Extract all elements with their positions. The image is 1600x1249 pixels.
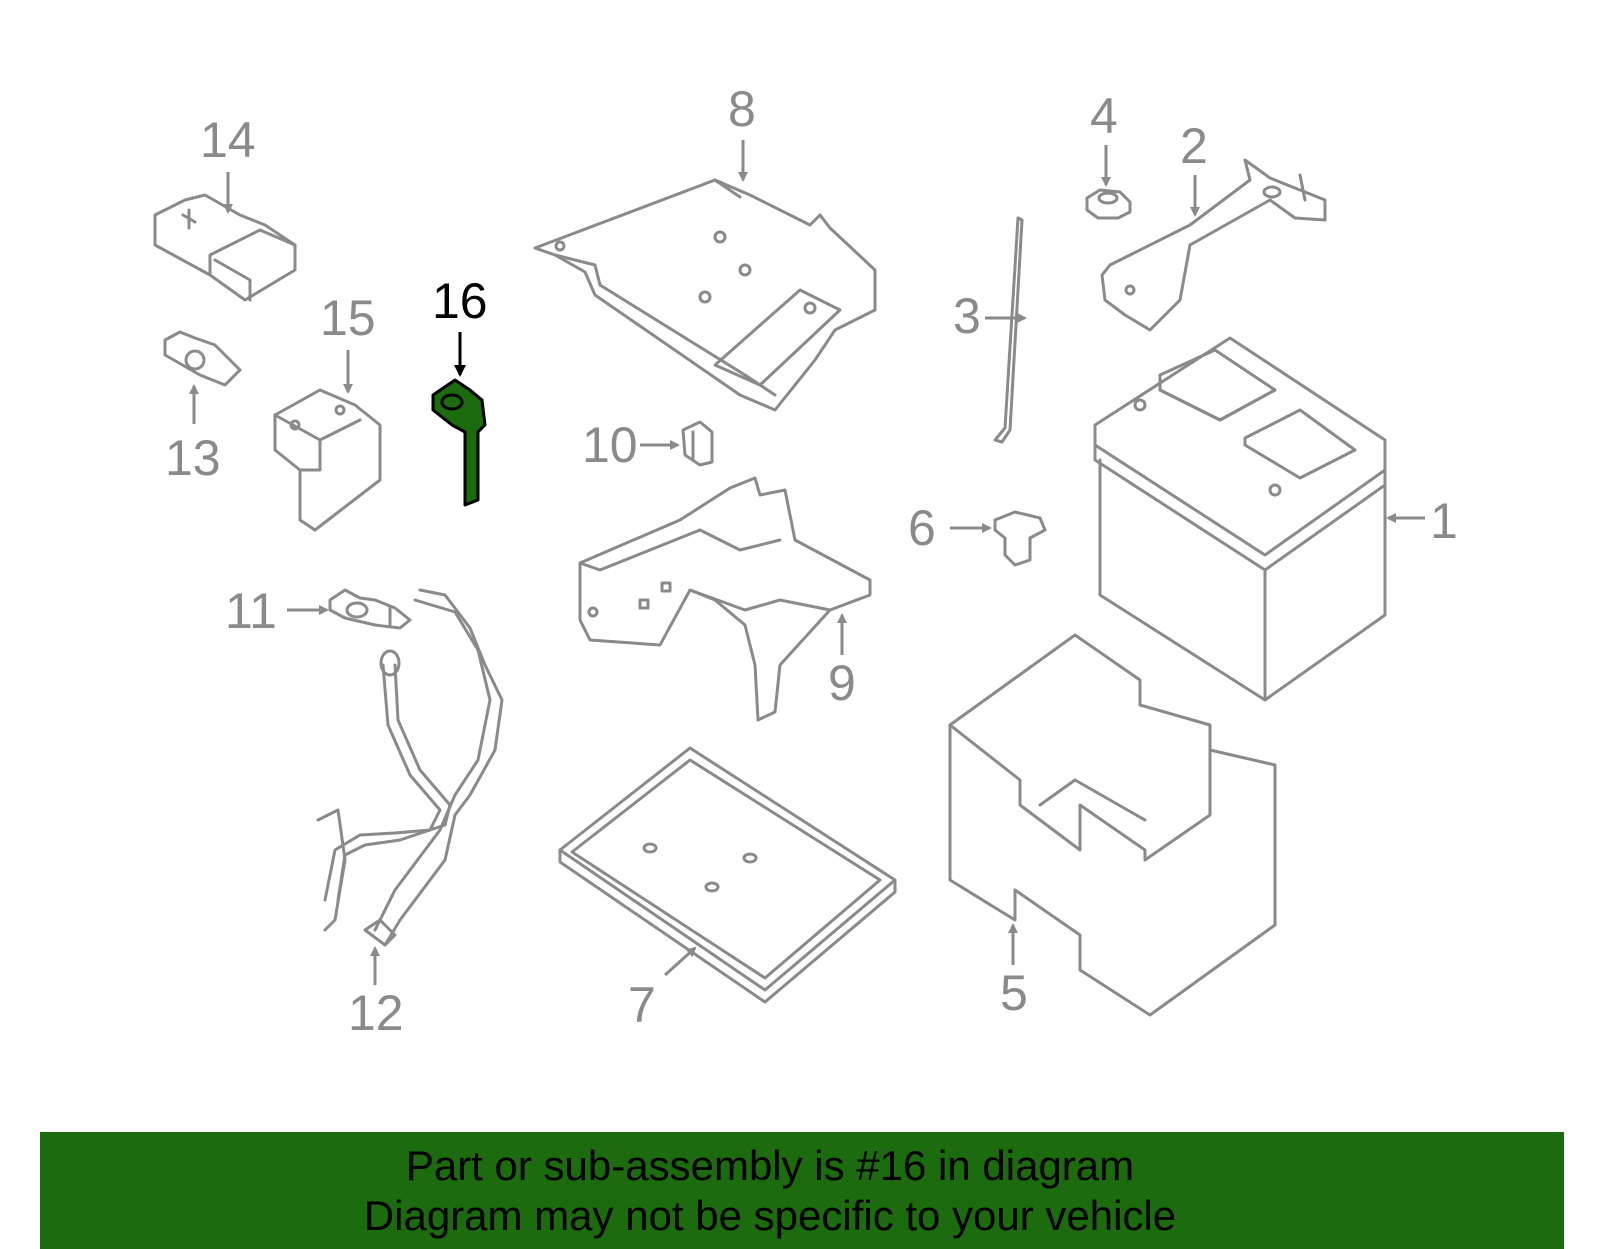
part-2-hold-down-bracket[interactable]: [1100, 158, 1327, 332]
part-1-battery[interactable]: [1093, 336, 1387, 702]
part-11-clamp[interactable]: [328, 588, 412, 630]
callout-2: 2: [1180, 118, 1208, 174]
callout-15: 15: [320, 290, 376, 346]
part-9-support-bracket[interactable]: [578, 476, 872, 722]
part-16-highlighted[interactable]: [431, 378, 487, 507]
part-6-push-clip[interactable]: [993, 510, 1047, 567]
banner-line-part-number: Part or sub-assembly is #16 in diagram: [405, 1142, 1135, 1189]
callout-12: 12: [348, 985, 404, 1041]
callout-4: 4: [1090, 88, 1118, 144]
callout-6: 6: [908, 500, 936, 556]
part-12-cable[interactable]: [316, 588, 504, 947]
callout-1: 1: [1430, 493, 1458, 549]
banner-line-disclaimer: Diagram may not be specific to your vehi…: [363, 1192, 1177, 1239]
callout-10: 10: [582, 417, 638, 473]
callout-16: 16: [432, 273, 488, 329]
part-3-hold-down-rod[interactable]: [993, 216, 1024, 444]
callout-8: 8: [728, 81, 756, 137]
callout-14: 14: [200, 112, 256, 168]
part-5-insulator[interactable]: [948, 633, 1277, 1017]
callout-3: 3: [953, 288, 981, 344]
arrow-7: [663, 946, 697, 977]
part-13-terminal[interactable]: [163, 330, 242, 387]
callout-13: 13: [165, 430, 221, 486]
part-15-fuse-block[interactable]: [273, 388, 382, 532]
parts-diagram: 14 13 15 16 8 10: [153, 81, 1458, 1041]
part-7-tray[interactable]: [558, 746, 897, 1004]
callout-9: 9: [828, 655, 856, 711]
part-8-battery-tray-upper[interactable]: [533, 178, 877, 412]
callout-7: 7: [628, 977, 656, 1033]
info-banner: Part or sub-assembly is #16 in diagram D…: [40, 1132, 1564, 1249]
part-4-nut[interactable]: [1085, 188, 1132, 220]
part-10-clip[interactable]: [681, 420, 714, 467]
callout-11: 11: [225, 583, 277, 639]
part-14-terminal-cover[interactable]: [153, 193, 297, 302]
callout-5: 5: [1000, 965, 1028, 1021]
